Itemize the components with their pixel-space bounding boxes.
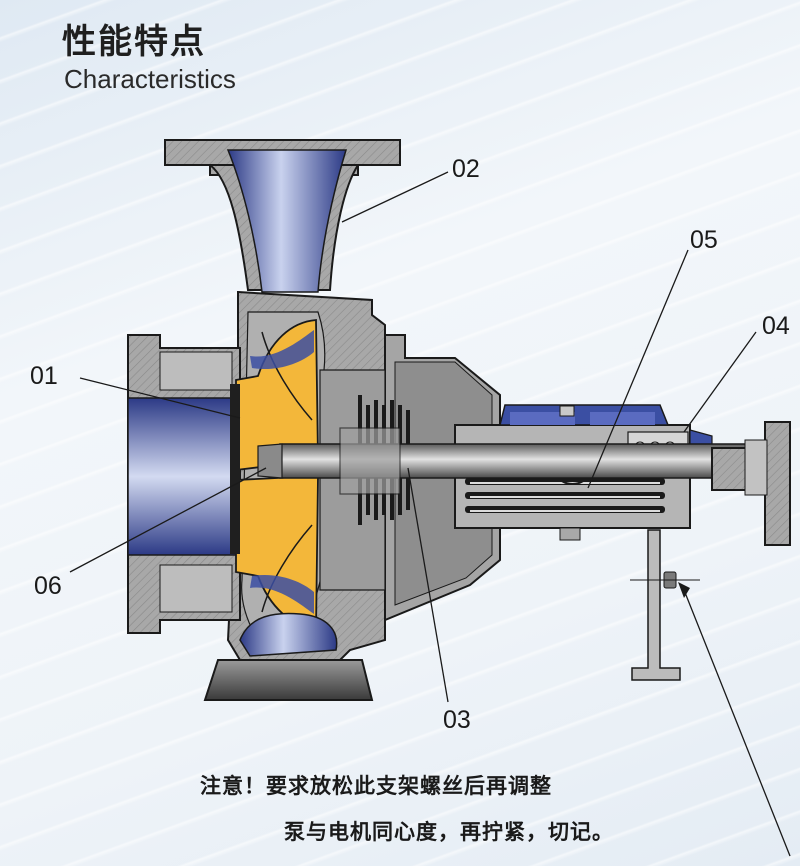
callout-04: 04 (762, 312, 790, 340)
page-title: 性能特点 (62, 22, 206, 62)
leader-lines (69, 171, 791, 857)
leader-03 (407, 467, 449, 703)
leader-01 (79, 377, 241, 419)
support-leg (559, 527, 700, 681)
pump-foot (203, 659, 374, 701)
page-subtitle: Characteristics (64, 64, 236, 94)
note-line-1: 注意！要求放松此支架螺丝后再调整 (200, 774, 552, 798)
volute-bottom-passage (239, 612, 338, 657)
leader-04 (683, 331, 757, 433)
discharge-flange (164, 139, 401, 293)
callout-02: 02 (452, 155, 480, 183)
callout-06: 06 (34, 572, 62, 600)
impeller (230, 319, 319, 632)
callout-05: 05 (690, 226, 718, 254)
leader-note (683, 589, 791, 857)
callout-03: 03 (443, 706, 471, 734)
note-line-2: 泵与电机同心度，再拧紧，切记。 (284, 820, 614, 844)
leader-06 (69, 467, 267, 573)
suction-inlet (127, 334, 241, 634)
callout-01: 01 (30, 362, 58, 390)
cooling-fins (465, 478, 665, 513)
leader-02 (341, 171, 449, 223)
coupling (711, 421, 791, 546)
note-arrow-head (678, 582, 690, 598)
leader-05 (587, 249, 689, 489)
